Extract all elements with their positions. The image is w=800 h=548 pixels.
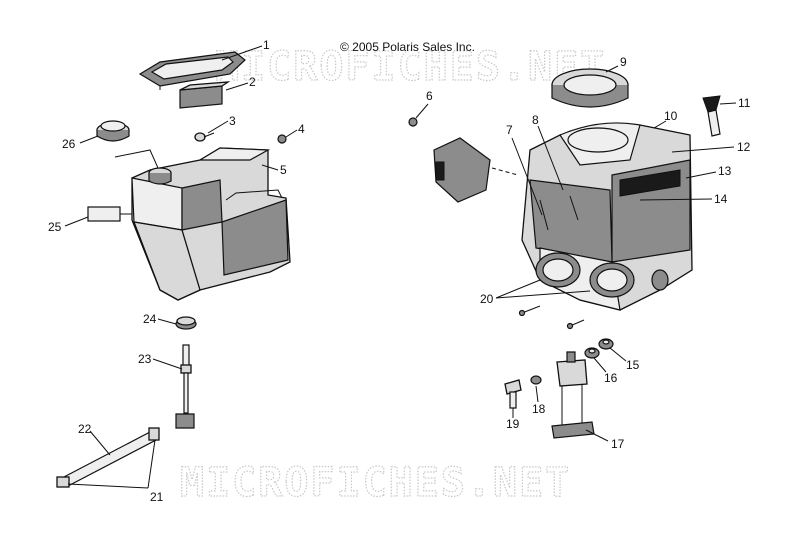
part-21-clamps xyxy=(56,427,160,488)
callout-18: 18 xyxy=(532,402,546,416)
part-26-cap xyxy=(96,120,159,169)
part-11-clip xyxy=(702,95,721,137)
part-15-nut xyxy=(598,338,614,350)
callout-24: 24 xyxy=(143,312,157,326)
callout-19: 19 xyxy=(506,417,520,431)
callout-14: 14 xyxy=(714,192,728,206)
callout-8: 8 xyxy=(532,113,539,127)
callout-25: 25 xyxy=(48,220,62,234)
part-16-nut xyxy=(584,347,600,359)
airbox-housing xyxy=(521,122,693,311)
watermark-bottom: MICROFICHES.NET xyxy=(180,460,571,506)
part-2-block xyxy=(179,81,231,109)
part-23-fitting xyxy=(175,344,195,429)
callout-13: 13 xyxy=(718,164,732,178)
callout-21: 21 xyxy=(150,490,164,504)
leader-lines xyxy=(64,45,737,489)
part-4-nut xyxy=(277,134,287,144)
part-18-washer xyxy=(530,375,542,385)
callout-2: 2 xyxy=(249,75,256,89)
control-module xyxy=(433,137,519,203)
callout-12: 12 xyxy=(737,140,751,154)
part-25-label xyxy=(87,206,138,222)
callout-1: 1 xyxy=(263,38,270,52)
part-1-cover xyxy=(138,51,246,90)
copyright-text: © 2005 Polaris Sales Inc. xyxy=(340,40,475,54)
part-3-bolt xyxy=(194,132,215,142)
callout-17: 17 xyxy=(611,437,625,451)
part-19-bolt xyxy=(504,379,522,409)
callout-16: 16 xyxy=(604,371,618,385)
watermark-top: MICROFICHES.NET xyxy=(215,44,606,90)
part-5-tank xyxy=(131,147,291,301)
part-9-ring xyxy=(551,68,629,108)
part-17-bracket xyxy=(551,351,595,439)
callout-26: 26 xyxy=(62,137,76,151)
callout-labels: 1 2 3 4 5 6 7 8 9 10 11 12 13 14 15 16 1… xyxy=(48,38,751,504)
airbox-screws xyxy=(518,305,585,330)
callout-11: 11 xyxy=(738,96,751,110)
callout-9: 9 xyxy=(620,55,627,69)
callout-15: 15 xyxy=(626,358,640,372)
callout-5: 5 xyxy=(280,163,287,177)
callout-20: 20 xyxy=(480,292,494,306)
callout-3: 3 xyxy=(229,114,236,128)
callout-23: 23 xyxy=(138,352,152,366)
callout-22: 22 xyxy=(78,422,92,436)
part-6-screw xyxy=(408,117,418,127)
callout-4: 4 xyxy=(298,122,305,136)
callout-7: 7 xyxy=(506,123,513,137)
callout-10: 10 xyxy=(664,109,678,123)
part-22-hose xyxy=(61,431,157,487)
callout-6: 6 xyxy=(426,89,433,103)
part-24-grommet xyxy=(175,316,197,330)
